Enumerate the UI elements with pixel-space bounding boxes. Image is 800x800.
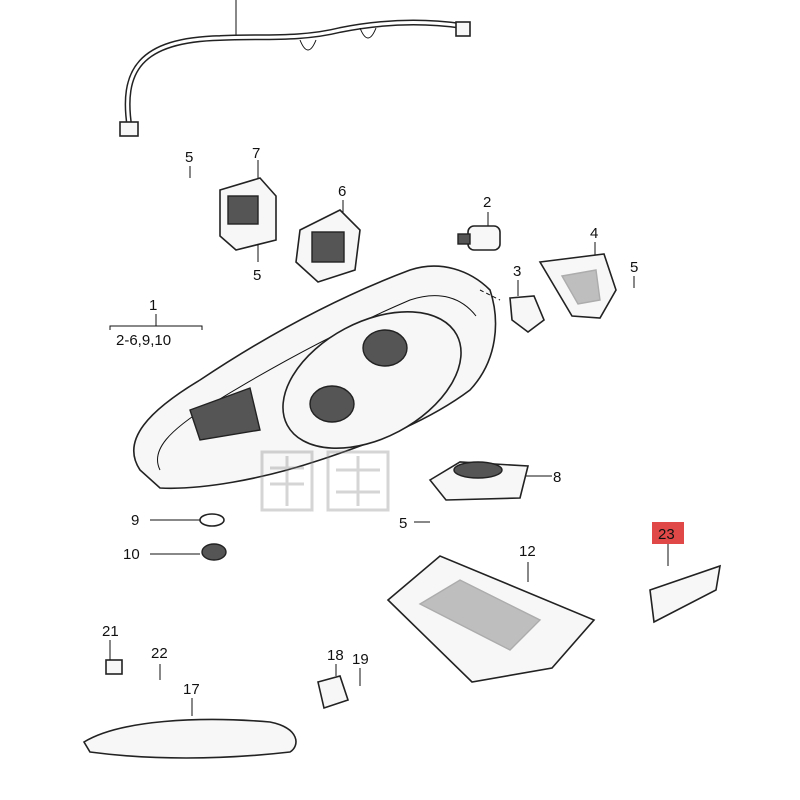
callout-9: 9 bbox=[131, 512, 139, 529]
callout-19: 19 bbox=[352, 651, 369, 668]
bracket-6 bbox=[295, 200, 361, 283]
callout-3: 3 bbox=[513, 263, 521, 280]
housing-cover-4 bbox=[538, 242, 617, 319]
watermark bbox=[260, 450, 390, 512]
wiring-harness bbox=[119, 0, 471, 137]
callouts: 1 2-6,9,10 2 3 4 5 5 5 5 6 7 8 9 10 12 1… bbox=[102, 145, 684, 698]
callout-5c: 5 bbox=[630, 259, 638, 276]
callout-8: 8 bbox=[553, 469, 561, 486]
grommet-10 bbox=[201, 543, 227, 561]
callout-18: 18 bbox=[327, 647, 344, 664]
lower-bracket-12 bbox=[386, 555, 596, 683]
callout-2: 2 bbox=[483, 194, 491, 211]
bracket-18 bbox=[317, 675, 350, 710]
callout-17: 17 bbox=[183, 681, 200, 698]
callout-12: 12 bbox=[519, 543, 536, 560]
callout-1: 1 bbox=[149, 297, 157, 314]
headlamp-assembly-1 bbox=[133, 265, 501, 490]
callout-4: 4 bbox=[590, 225, 598, 242]
callout-23-highlight bbox=[652, 522, 684, 544]
clip-3 bbox=[509, 280, 545, 333]
callout-6: 6 bbox=[338, 183, 346, 200]
callout-23: 23 bbox=[658, 526, 675, 543]
side-marker-23 bbox=[649, 542, 722, 624]
leader-lines bbox=[109, 166, 635, 686]
callout-5b: 5 bbox=[253, 267, 261, 284]
callout-5a: 5 bbox=[185, 149, 193, 166]
clip-21 bbox=[105, 659, 123, 675]
o-ring-9 bbox=[199, 513, 225, 527]
callout-22: 22 bbox=[151, 645, 168, 662]
actuator-2 bbox=[457, 212, 501, 251]
control-module-7 bbox=[219, 160, 277, 251]
drl-assembly-17 bbox=[82, 698, 297, 759]
callout-1-sub: 2-6,9,10 bbox=[116, 332, 171, 349]
callout-7: 7 bbox=[252, 145, 260, 162]
callout-5d: 5 bbox=[399, 515, 407, 532]
callout-10: 10 bbox=[123, 546, 140, 563]
ballast-8 bbox=[428, 461, 552, 501]
callout-21: 21 bbox=[102, 623, 119, 640]
